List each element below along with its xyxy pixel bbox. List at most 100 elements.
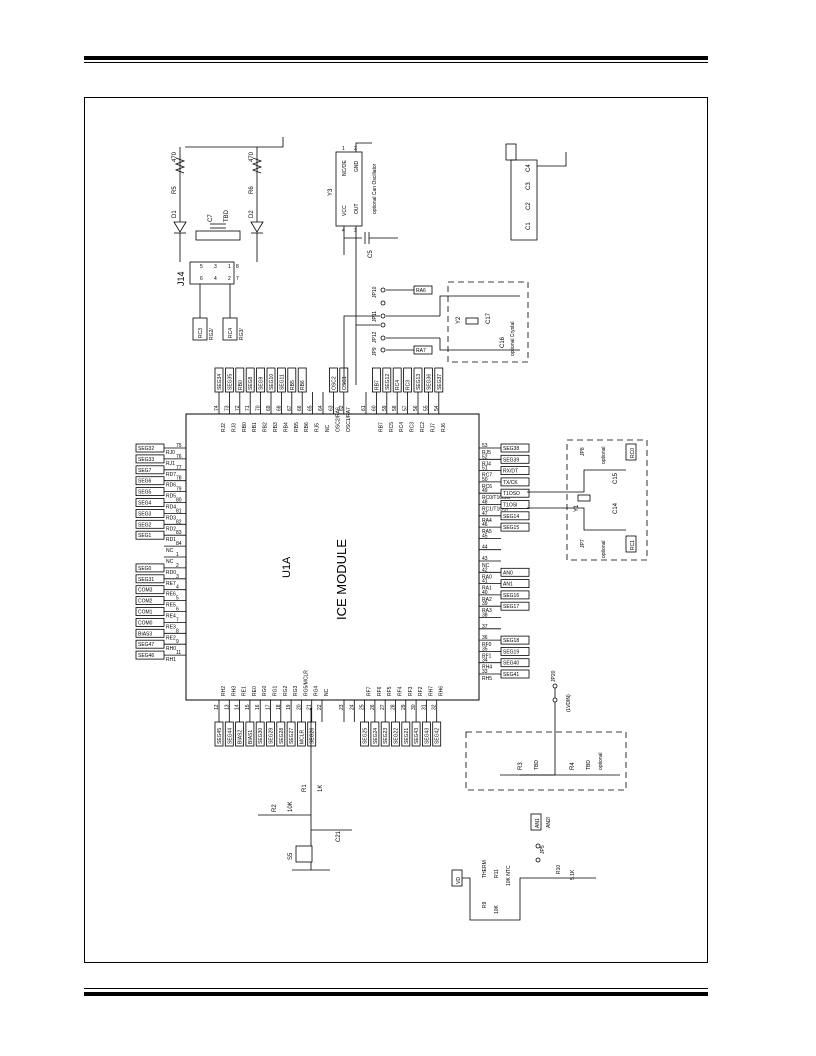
pin-number: 71 bbox=[245, 405, 251, 411]
pin-number: 82 bbox=[176, 519, 182, 525]
ra6-label: RA6 bbox=[416, 288, 426, 294]
net-label: SEG38 bbox=[503, 446, 519, 452]
pin-name: RH0 bbox=[166, 646, 176, 652]
pin-name: RD6 bbox=[166, 483, 176, 489]
rc1-label: RC1 bbox=[630, 540, 636, 550]
pin-name: RC4 bbox=[399, 422, 405, 432]
pin-number: 79 bbox=[176, 487, 182, 493]
pin-name: RA0 bbox=[482, 574, 492, 580]
pin-number: 52 bbox=[482, 454, 488, 460]
c7-bridge bbox=[195, 230, 241, 241]
net-flag bbox=[256, 367, 266, 393]
pin-number: 40 bbox=[482, 590, 488, 596]
pin-number: 31 bbox=[421, 704, 427, 710]
net-flag bbox=[266, 721, 275, 747]
pin-number: 9 bbox=[176, 639, 179, 645]
pin-name: RF7 bbox=[367, 686, 373, 696]
net-label: SEG26 bbox=[310, 728, 316, 744]
net-label: SEG15 bbox=[503, 525, 519, 531]
y3-label: Y3 bbox=[328, 188, 334, 196]
pin-name: RD7 bbox=[166, 472, 176, 478]
pin-name: RC6 bbox=[482, 484, 492, 490]
net-flag bbox=[421, 721, 431, 747]
net-flag bbox=[500, 567, 530, 577]
net-flag bbox=[392, 367, 402, 393]
footer-rule-thin bbox=[84, 988, 708, 989]
net-flag bbox=[135, 454, 165, 464]
net-label: OSC1 bbox=[342, 376, 348, 390]
net-label: COM2 bbox=[138, 599, 153, 605]
pin-number: 80 bbox=[176, 498, 182, 504]
net-label: SEG43 bbox=[424, 728, 430, 744]
jp20-label: JP20 bbox=[551, 670, 557, 682]
net-label: SEG6 bbox=[138, 479, 152, 485]
y3-nc: NC/OE bbox=[342, 160, 348, 177]
c3-label: C3 bbox=[526, 182, 532, 190]
c14-label: C14 bbox=[613, 502, 619, 514]
c7-value: TBD bbox=[224, 209, 230, 222]
c17-label: C17 bbox=[486, 312, 492, 324]
pin-number: 20 bbox=[296, 704, 302, 710]
r1-value: 1K bbox=[318, 785, 324, 792]
net-label: SEG35 bbox=[227, 374, 233, 390]
pin-number: 56 bbox=[413, 405, 419, 411]
pin-number: 49 bbox=[482, 488, 488, 494]
net-label: SEG43 bbox=[414, 728, 420, 744]
pin-number: 50 bbox=[482, 477, 488, 483]
pin-name: RH1 bbox=[166, 657, 176, 663]
net-an1 bbox=[530, 813, 542, 831]
jp11-label: JP11 bbox=[372, 311, 378, 322]
net-flag bbox=[135, 465, 165, 475]
net-flag bbox=[500, 658, 530, 668]
pin-number: 13 bbox=[224, 704, 230, 710]
jp7-optional: optional bbox=[601, 540, 607, 558]
net-rc3 bbox=[192, 317, 208, 341]
net-label: SEG44 bbox=[227, 728, 233, 744]
pin-number: 37 bbox=[482, 624, 488, 630]
net-label: SEG45 bbox=[217, 728, 223, 744]
pin-name: RG0 bbox=[262, 686, 268, 697]
ra7-label: RA7 bbox=[416, 348, 426, 354]
pin-number: 15 bbox=[245, 704, 251, 710]
j14-label: J14 bbox=[176, 271, 186, 286]
net-label: SEG33 bbox=[138, 457, 154, 463]
pin-name: RB4 bbox=[283, 422, 289, 432]
ice-module-title: ICE MODULE bbox=[334, 539, 349, 620]
net-label: SEG2 bbox=[138, 522, 152, 528]
r9-ref: R9 bbox=[482, 901, 488, 908]
net-label: SEG40 bbox=[503, 661, 519, 667]
j14-pin: 1 bbox=[228, 264, 231, 270]
net-label: SEG34 bbox=[217, 374, 223, 390]
pin-name: NC bbox=[166, 559, 174, 565]
net-flag bbox=[276, 721, 286, 747]
pin-name: RJ7 bbox=[430, 423, 436, 432]
t1osc-block: Y1 C14 C15 JP7 JP8 optional optional RC1… bbox=[527, 439, 648, 561]
net-label: SEG36 bbox=[426, 374, 432, 390]
net-flag bbox=[380, 721, 390, 747]
rg3-label: RG3/ bbox=[239, 328, 245, 340]
pin-number: 65 bbox=[308, 405, 314, 411]
r11-ref: R11 bbox=[494, 869, 500, 878]
pin-name: RJ5 bbox=[482, 450, 491, 456]
pin-name: RJ0 bbox=[166, 450, 175, 456]
net-flag bbox=[432, 721, 442, 747]
net-ra6 bbox=[413, 285, 433, 295]
c5-label: C5 bbox=[368, 250, 374, 258]
pin-number: 44 bbox=[482, 545, 488, 551]
pin-number: 45 bbox=[482, 533, 488, 539]
pin-name: RB0 bbox=[242, 422, 248, 432]
s5-label: S5 bbox=[288, 852, 294, 860]
net-label: OSC2 bbox=[331, 376, 337, 390]
pin-name: RC1/T1OSI bbox=[482, 507, 508, 513]
r3-ref: R3 bbox=[518, 762, 524, 770]
net-flag bbox=[135, 476, 165, 486]
net-label: RB5 bbox=[290, 380, 296, 390]
led-d2-icon bbox=[250, 221, 264, 233]
ice-module-body bbox=[185, 413, 480, 701]
pin-number: 63 bbox=[328, 405, 334, 411]
an2-label: AN2/ bbox=[546, 816, 552, 828]
rc3-label: RC3 bbox=[198, 328, 204, 338]
net-flag bbox=[500, 511, 530, 521]
net-flag bbox=[500, 466, 530, 476]
pin-number: 23 bbox=[339, 704, 345, 710]
